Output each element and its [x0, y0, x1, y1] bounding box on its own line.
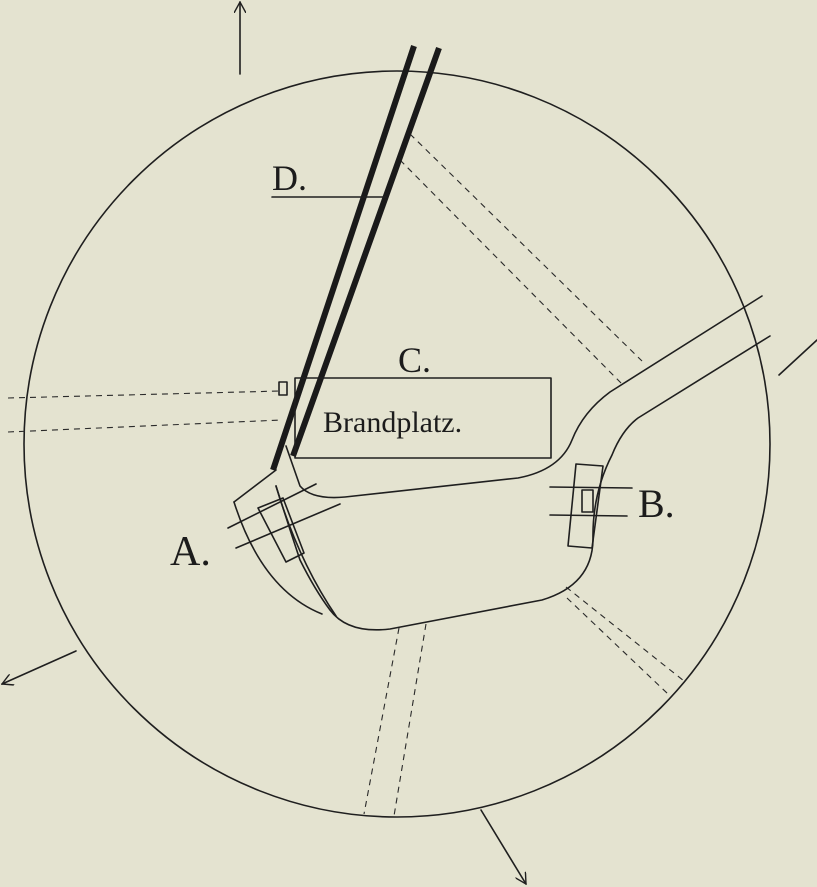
dashed-lines — [7, 133, 685, 817]
detail-a — [227, 483, 341, 563]
double-line-d — [270, 45, 442, 471]
label-a: A. — [170, 529, 211, 575]
east-tick — [778, 339, 817, 376]
southwest-arrow — [2, 650, 77, 684]
label-d: D. — [272, 158, 307, 198]
south-arrow — [480, 809, 527, 884]
brandplatz-rect — [294, 377, 552, 459]
detail-b — [549, 463, 633, 549]
small-marker-c — [278, 381, 288, 396]
brandplatz-label: Brandplatz. — [323, 406, 462, 439]
label-c: C. — [398, 340, 431, 380]
boundary-circle — [23, 70, 771, 818]
label-b: B. — [638, 481, 675, 526]
channel-outlines — [233, 295, 771, 631]
